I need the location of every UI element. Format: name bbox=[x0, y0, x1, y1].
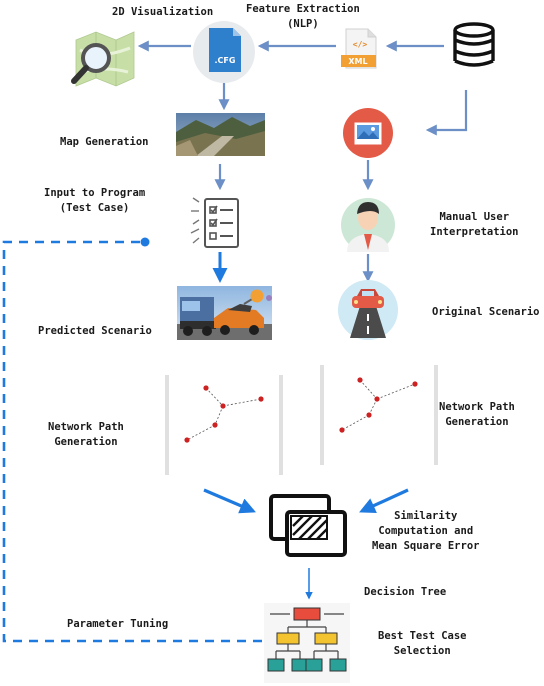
similarity-icon bbox=[269, 494, 347, 557]
label-best-test-case-selection: Best Test Case Selection bbox=[378, 629, 467, 659]
loop-endpoint-dot bbox=[140, 237, 150, 247]
label-predicted-scenario: Predicted Scenario bbox=[38, 325, 152, 337]
landscape-photo bbox=[176, 113, 265, 156]
label-line: Network Path bbox=[439, 401, 515, 413]
label-map-generation: Map Generation bbox=[60, 136, 149, 148]
label-input-to-program: Input to Program (Test Case) bbox=[44, 186, 145, 216]
network-graph bbox=[165, 375, 283, 475]
label-decision-tree: Decision Tree bbox=[364, 586, 447, 598]
label-line: Generation bbox=[54, 436, 118, 448]
label-original-scenario: Original Scenario bbox=[432, 306, 540, 318]
label-line: (NLP) bbox=[287, 18, 319, 30]
image-icon bbox=[343, 108, 393, 158]
svg-text:.CFG: .CFG bbox=[215, 56, 236, 65]
svg-text:XML: XML bbox=[348, 57, 367, 66]
label-line: Computation and bbox=[378, 525, 474, 537]
crash-scene-photo bbox=[177, 286, 272, 340]
arrow-left-to-similarity bbox=[203, 488, 256, 514]
arrow-right-to-similarity bbox=[359, 488, 409, 513]
label-2d-visualization: 2D Visualization bbox=[112, 6, 214, 18]
network-node bbox=[357, 377, 363, 383]
label-feature-extraction: Feature Extraction (NLP) bbox=[246, 2, 360, 32]
network-node bbox=[412, 381, 418, 387]
label-parameter-tuning: Parameter Tuning bbox=[67, 618, 169, 630]
label-line: Network Path bbox=[48, 421, 124, 433]
label-line: Selection bbox=[393, 645, 451, 657]
decision-tree-icon bbox=[264, 603, 350, 683]
label-network-path-left: Network Path Generation bbox=[48, 420, 124, 450]
arrow-db-to-image bbox=[425, 90, 468, 136]
checklist-icon bbox=[190, 197, 239, 248]
car-road-icon bbox=[338, 280, 398, 340]
label-line: Feature Extraction bbox=[246, 3, 360, 15]
network-node bbox=[258, 396, 264, 402]
label-similarity-computation: Similarity Computation and Mean Square E… bbox=[372, 509, 479, 554]
network-node bbox=[339, 427, 345, 433]
label-line: (Test Case) bbox=[59, 202, 130, 214]
database-icon bbox=[453, 22, 495, 67]
label-line: Similarity bbox=[394, 510, 458, 522]
network-node bbox=[203, 385, 209, 391]
label-line: Input to Program bbox=[44, 187, 146, 199]
person-icon bbox=[341, 198, 395, 252]
cfg-file-icon: .CFG bbox=[193, 21, 255, 83]
svg-text:</>: </> bbox=[353, 40, 368, 49]
xml-file-icon: </> XML bbox=[341, 28, 377, 69]
network-node bbox=[212, 422, 218, 428]
network-node bbox=[366, 412, 372, 418]
map-magnifier-icon bbox=[71, 31, 135, 87]
label-line: Best Test Case bbox=[378, 630, 467, 642]
network-graph bbox=[320, 365, 438, 465]
flow-arrows bbox=[137, 40, 468, 600]
label-manual-user-interpretation: Manual User Interpretation bbox=[430, 210, 519, 240]
label-line: Mean Square Error bbox=[372, 540, 480, 552]
label-network-path-right: Network Path Generation bbox=[439, 400, 515, 430]
parameter-tuning-loop bbox=[2, 240, 262, 643]
label-line: Generation bbox=[445, 416, 509, 428]
network-node bbox=[184, 437, 190, 443]
network-node bbox=[374, 396, 380, 402]
network-node bbox=[220, 403, 226, 409]
label-line: Interpretation bbox=[430, 226, 519, 238]
label-line: Manual User bbox=[439, 211, 510, 223]
